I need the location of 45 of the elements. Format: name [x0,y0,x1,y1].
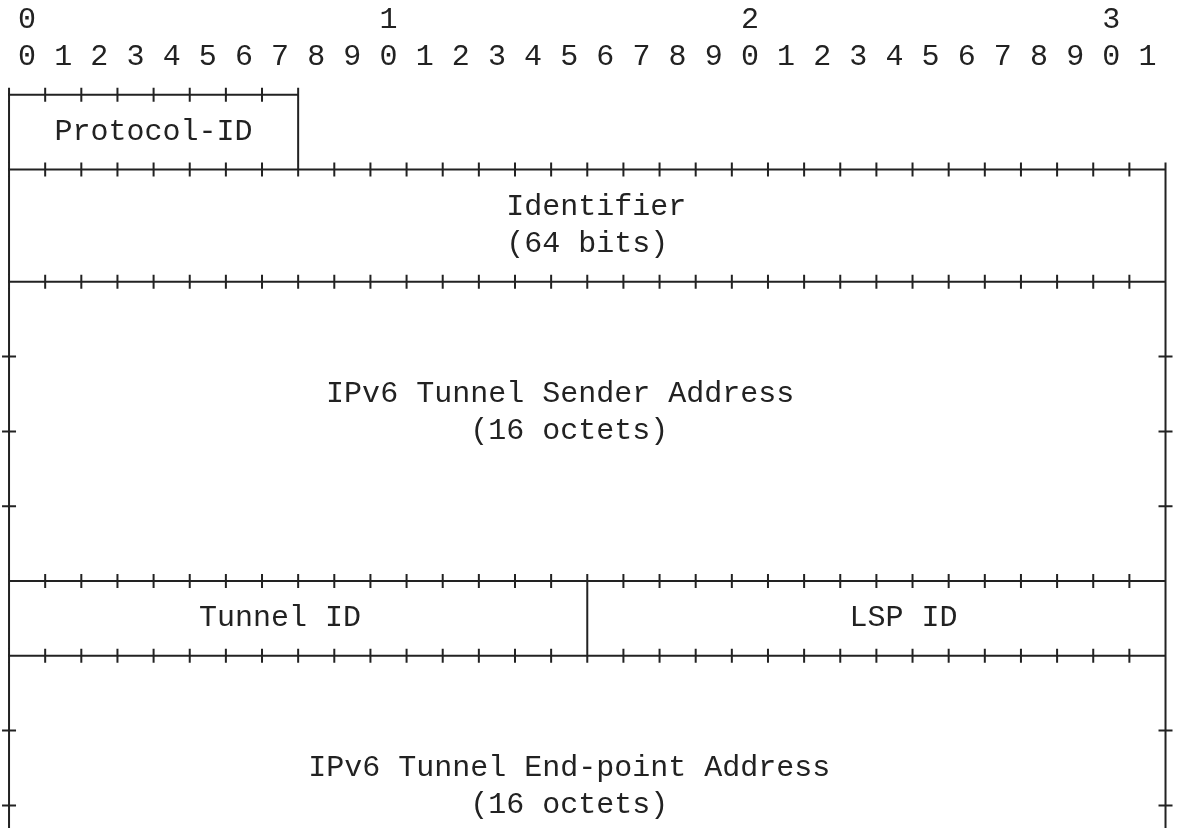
field-name: IPv6 Tunnel End-point Address [308,751,831,785]
bit-number: 2 [90,40,109,75]
bit-number: 0 [379,40,398,75]
bit-number: 1 [415,40,434,75]
bit-tens-digit: 3 [1102,3,1121,37]
bit-tens-digit: 1 [379,3,398,37]
bit-number: 0 [740,40,759,75]
bit-number: 6 [957,40,976,75]
bit-number: 5 [921,40,940,75]
bit-number: 3 [487,40,506,75]
field-size: (64 bits) [506,227,669,262]
field-size: (16 octets) [470,414,669,449]
field-name: IPv6 Tunnel Sender Address [326,377,795,411]
bit-number: 8 [1030,40,1048,75]
bit-number: 5 [560,40,579,75]
field-name: Protocol-ID [54,115,253,150]
bit-number: 3 [849,40,868,75]
bit-tens-digit: 0 [18,3,37,37]
bit-number: 0 [18,40,37,75]
bit-number: 1 [54,40,73,75]
bit-number: 0 [1102,40,1121,75]
bit-number: 4 [524,40,543,75]
bit-number: 6 [234,40,253,75]
bit-number: 6 [596,40,615,75]
bit-number: 9 [343,40,362,75]
bit-number: 4 [162,40,181,75]
bit-number: 9 [704,40,723,75]
bit-number: 7 [993,40,1012,75]
bit-number: 7 [632,40,651,75]
bit-number: 9 [1066,40,1085,75]
field-size: (16 octets) [470,788,669,823]
field-name: Tunnel ID [199,601,362,636]
field-name: LSP ID [849,601,958,636]
bit-number: 5 [198,40,217,75]
bit-tens-digit: 2 [740,3,759,37]
bit-number: 3 [126,40,145,75]
bit-number: 8 [307,40,326,75]
bit-number: 1 [777,40,796,75]
bit-number: 8 [668,40,687,75]
bit-number: 2 [813,40,832,75]
bit-number: 1 [1138,40,1157,75]
field-name: Identifier [506,190,687,224]
bit-number: 7 [271,40,290,75]
bit-number: 2 [451,40,470,75]
bit-number: 4 [885,40,904,75]
